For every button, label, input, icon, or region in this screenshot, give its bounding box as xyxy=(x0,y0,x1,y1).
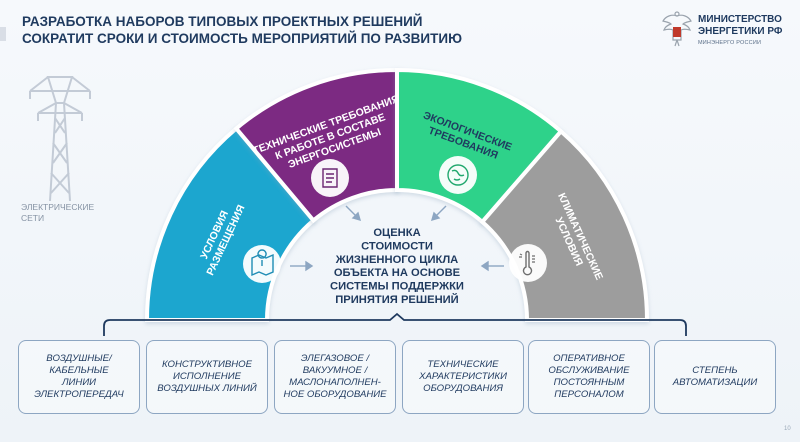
solution-box-line: АВТОМАТИЗАЦИИ xyxy=(672,377,758,388)
slide-side-tab xyxy=(0,27,6,41)
ministry-name: МИНИСТЕРСТВО ЭНЕРГЕТИКИ РФ xyxy=(698,14,798,38)
slide-title-line-2: СОКРАТИТ СРОКИ И СТОИМОСТЬ МЕРОПРИЯТИЙ П… xyxy=(22,31,463,46)
power-grid-label-line-1: ЭЛЕКТРИЧЕСКИЕ xyxy=(21,202,95,212)
ministry-emblem-icon xyxy=(662,11,692,47)
solution-box: ЭЛЕГАЗОВОЕ /ВАКУУМНОЕ /МАСЛОНАПОЛНЕН-НОЕ… xyxy=(274,340,396,414)
center-caption-line: ПРИНЯТИЯ РЕШЕНИЙ xyxy=(335,293,458,306)
center-arrows xyxy=(290,205,504,272)
slide-title: РАЗРАБОТКА НАБОРОВ ТИПОВЫХ ПРОЕКТНЫХ РЕШ… xyxy=(22,13,542,47)
solution-box-line: МАСЛОНАПОЛНЕН- xyxy=(289,377,381,388)
thermometer-icon xyxy=(509,244,547,282)
solution-box-line: КАБЕЛЬНЫЕ xyxy=(49,365,109,376)
solution-box-line: ПОСТОЯННЫМ xyxy=(553,377,625,388)
solution-box-line: ВОЗДУШНЫХ ЛИНИЙ xyxy=(157,383,257,394)
power-grid-label-line-2: СЕТИ xyxy=(21,213,45,223)
solution-box-line: ИСПОЛНЕНИЕ xyxy=(173,371,241,382)
ministry-name-line-2: ЭНЕРГЕТИКИ РФ xyxy=(698,26,783,37)
solution-box-line: ВОЗДУШНЫЕ/ xyxy=(46,353,112,364)
document-scroll-icon xyxy=(311,159,349,197)
center-caption-line: СТОИМОСТИ xyxy=(361,240,433,252)
solution-box-line: ОБОРУДОВАНИЯ xyxy=(423,383,503,394)
solution-box-line: ХАРАКТЕРИСТИКИ xyxy=(419,371,507,382)
ministry-subtitle: МИНЭНЕРГО РОССИИ xyxy=(698,40,762,46)
slide-title-line-1: РАЗРАБОТКА НАБОРОВ ТИПОВЫХ ПРОЕКТНЫХ РЕШ… xyxy=(22,14,423,29)
solution-box-line: ЭЛЕГАЗОВОЕ / xyxy=(300,353,370,364)
globe-leaf-icon xyxy=(439,156,477,194)
solution-box-line: ТЕХНИЧЕСКИЕ xyxy=(427,359,499,370)
power-tower-icon xyxy=(29,76,91,202)
solution-box-line: ПЕРСОНАЛОМ xyxy=(554,389,624,400)
center-caption-line: ОБЪЕКТА НА ОСНОВЕ xyxy=(334,267,461,279)
solution-box-line: ОПЕРАТИВНОЕ xyxy=(553,353,625,364)
center-caption-line: ЖИЗНЕННОГО ЦИКЛА xyxy=(335,254,459,266)
solution-box-line: НОЕ ОБОРУДОВАНИЕ xyxy=(283,389,387,400)
power-grid-label: ЭЛЕКТРИЧЕСКИЕ СЕТИ xyxy=(21,202,121,224)
center-caption-line: ОЦЕНКА xyxy=(373,227,420,239)
solution-box-line: КОНСТРУКТИВНОЕ xyxy=(161,359,253,370)
ministry-name-line-1: МИНИСТЕРСТВО xyxy=(698,14,782,25)
page-number: 10 xyxy=(784,426,791,432)
bracket-line xyxy=(103,312,687,336)
solution-box-line: СТЕПЕНЬ xyxy=(692,365,738,376)
center-caption-line: СИСТЕМЫ ПОДДЕРЖКИ xyxy=(330,281,464,293)
solution-box-line: ВАКУУМНОЕ / xyxy=(302,365,368,376)
map-pin-icon xyxy=(243,245,281,283)
solution-box-line: ЭЛЕКТРОПЕРЕДАЧ xyxy=(34,389,124,400)
solution-box-line: ЛИНИИ xyxy=(61,377,97,388)
solution-box-line: ОБСЛУЖИВАНИЕ xyxy=(548,365,630,376)
arc-icons xyxy=(243,156,547,283)
solution-box-text: ЭЛЕГАЗОВОЕ /ВАКУУМНОЕ /МАСЛОНАПОЛНЕН-НОЕ… xyxy=(283,353,386,401)
